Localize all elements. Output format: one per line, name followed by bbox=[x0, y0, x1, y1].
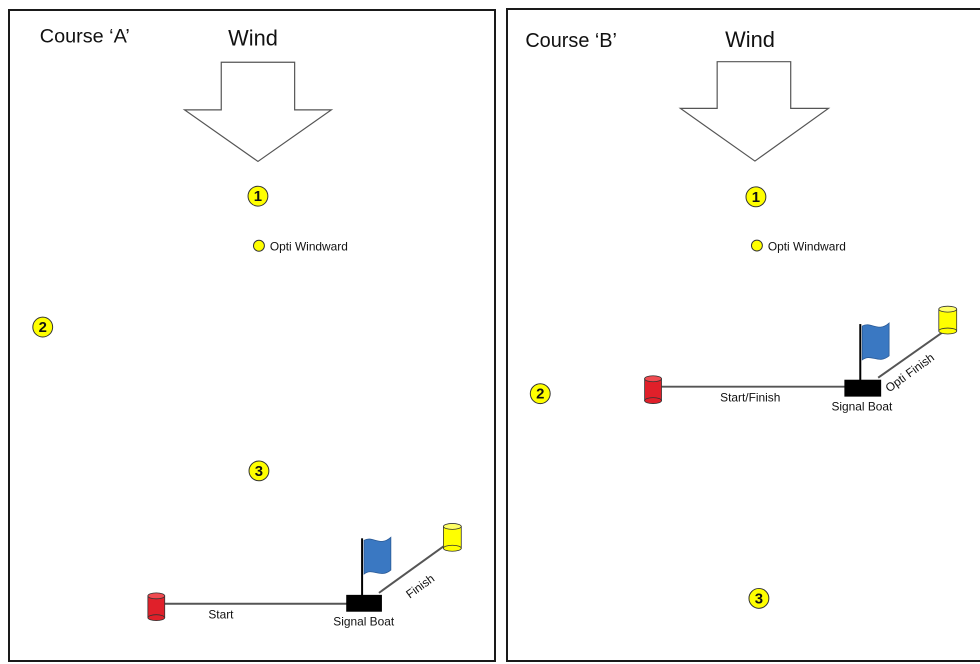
course-b-title: Course ‘B’ bbox=[525, 30, 617, 52]
opti-finish-line bbox=[877, 329, 947, 379]
opti-finish-line-label: Opti Finish bbox=[883, 350, 937, 395]
course-a-diagram: Course ‘A’ Wind 1 Opti Windward 2 bbox=[32, 25, 462, 629]
course-b-diagram: Course ‘B’ Wind 1 Opti Windward 2 bbox=[525, 27, 958, 609]
mark-1: 1 bbox=[745, 186, 767, 208]
mark-3: 3 bbox=[248, 460, 270, 482]
signal-boat-label: Signal Boat bbox=[333, 615, 395, 629]
opti-windward-label: Opti Windward bbox=[270, 240, 348, 254]
mark-3-label: 3 bbox=[255, 464, 263, 480]
opti-windward-mark: Opti Windward bbox=[252, 240, 348, 254]
finish-buoy-icon bbox=[443, 523, 462, 552]
opti-finish-buoy-icon bbox=[938, 305, 958, 335]
course-a-panel: Course ‘A’ Wind 1 Opti Windward 2 bbox=[8, 9, 496, 662]
mark-1-label: 1 bbox=[752, 190, 760, 206]
start-finish-line-label: Start/Finish bbox=[720, 391, 780, 405]
wind-arrow-icon bbox=[182, 61, 334, 163]
blue-flag-icon bbox=[363, 536, 392, 575]
mark-3-label: 3 bbox=[755, 591, 763, 607]
course-a-title: Course ‘A’ bbox=[40, 25, 130, 47]
mark-2-label: 2 bbox=[536, 387, 544, 403]
opti-windward-label: Opti Windward bbox=[768, 240, 846, 254]
opti-windward-mark: Opti Windward bbox=[750, 240, 846, 254]
course-b-wind-label: Wind bbox=[725, 27, 775, 52]
start-line-label: Start bbox=[208, 608, 234, 622]
finish-line-label: Finish bbox=[403, 571, 437, 601]
mark-3: 3 bbox=[748, 587, 770, 609]
course-b-panel: Course ‘B’ Wind 1 Opti Windward 2 bbox=[506, 8, 980, 662]
mark-1: 1 bbox=[247, 185, 269, 207]
pin-end-buoy-icon bbox=[147, 592, 166, 622]
wind-arrow-icon bbox=[678, 61, 831, 162]
finish-line bbox=[378, 543, 447, 594]
blue-flag-icon bbox=[861, 322, 890, 361]
signal-boat-icon bbox=[346, 594, 382, 612]
mark-2-label: 2 bbox=[39, 320, 47, 336]
mark-2: 2 bbox=[529, 383, 551, 405]
signal-boat-label: Signal Boat bbox=[831, 400, 893, 414]
course-a-wind-label: Wind bbox=[228, 25, 278, 50]
signal-boat-icon bbox=[844, 379, 882, 397]
mark-1-label: 1 bbox=[254, 189, 262, 205]
mark-2: 2 bbox=[32, 316, 54, 338]
pin-end-buoy-icon bbox=[644, 375, 662, 404]
